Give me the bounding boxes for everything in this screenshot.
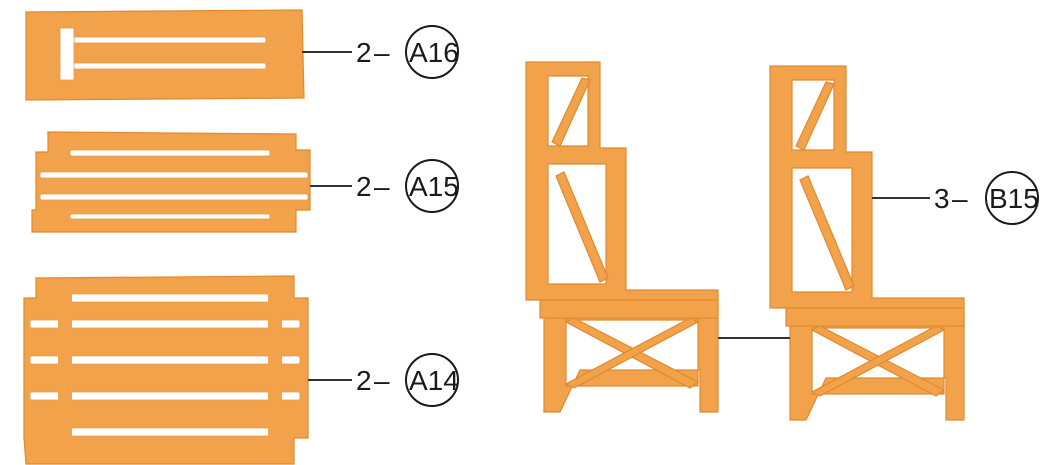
callout-a15: 2 – A15 [310,159,459,213]
part-a16-panel [25,9,305,101]
callout-a16-circle [405,25,459,79]
part-b15-frame-right [769,65,965,421]
callout-a14-qty: 2 [356,365,372,396]
callout-a16-dash: – [374,37,390,68]
callout-b15: 3 – B15 [872,171,1039,225]
callout-b15-code: B15 [989,183,1039,214]
callout-a16-code: A16 [409,37,459,68]
callout-a15-dash: – [374,171,390,202]
callout-a15-circle [405,159,459,213]
callout-a15-qty: 2 [356,171,372,202]
part-b15-frame-left [525,61,719,413]
callout-b15-qty: 3 [934,183,950,214]
callout-b15-dash: – [952,183,968,214]
callout-a14-code: A14 [409,365,459,396]
callout-a14: 2 – A14 [308,353,459,407]
part-a14-panel [23,275,309,465]
callout-a16-qty: 2 [356,37,372,68]
callout-a15-code: A15 [409,171,459,202]
callout-a14-circle [405,353,459,407]
callout-a16: 2 – A16 [302,25,459,79]
part-a15-panel [31,131,311,233]
callout-a14-dash: – [374,365,390,396]
callout-b15-circle [985,171,1039,225]
